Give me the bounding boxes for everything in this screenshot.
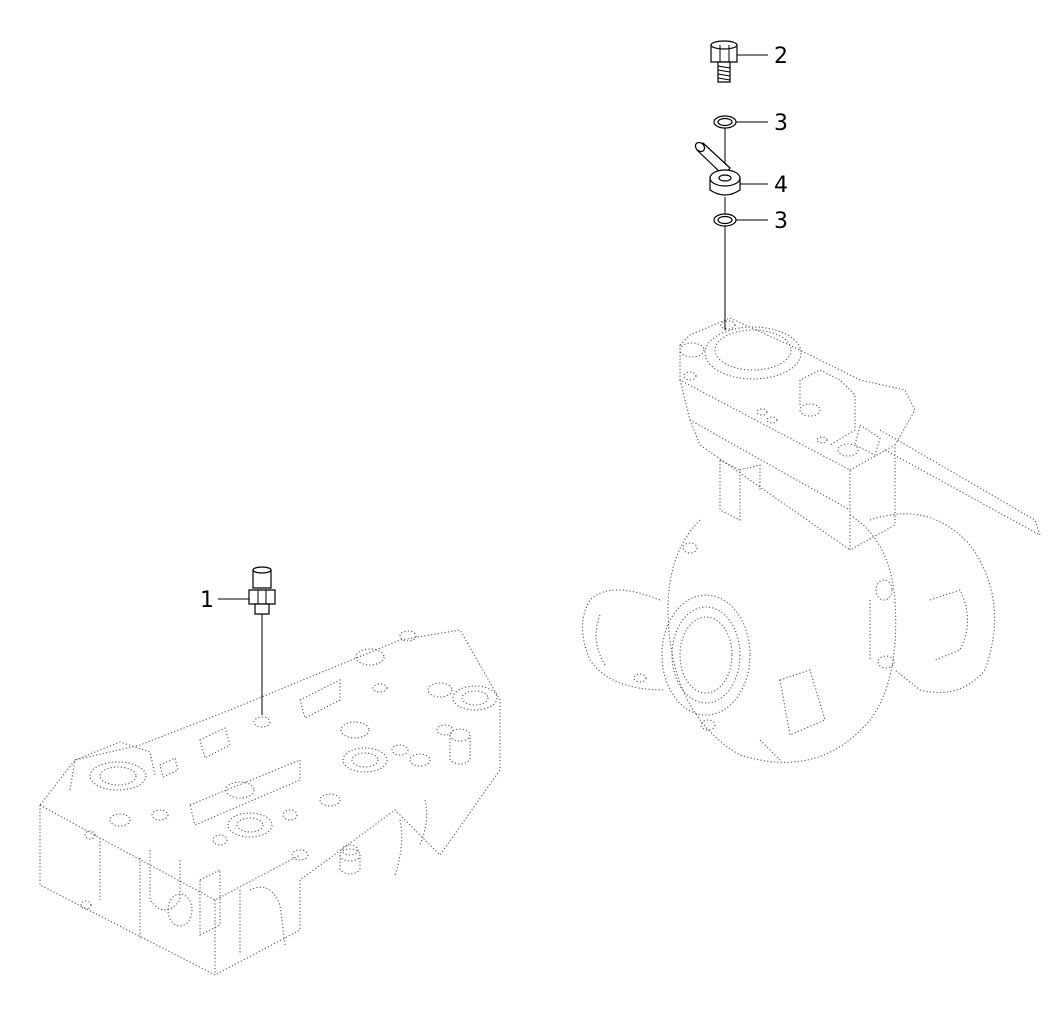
part-4-banjo-fitting [694,141,768,196]
callout-2-label: 2 [774,44,788,69]
callout-3-upper-label: 3 [774,111,788,136]
callout-4-label: 4 [774,173,788,198]
cylinder-head-illustration [39,629,501,976]
part-3-washer-upper [713,115,768,168]
turbocharger-illustration [582,317,1041,763]
part-3-washer-lower [713,197,768,330]
callout-1-label: 1 [200,588,214,613]
part-2-bolt [710,40,768,83]
callout-3-lower-label: 3 [774,209,788,234]
part-1-connector [218,566,276,715]
